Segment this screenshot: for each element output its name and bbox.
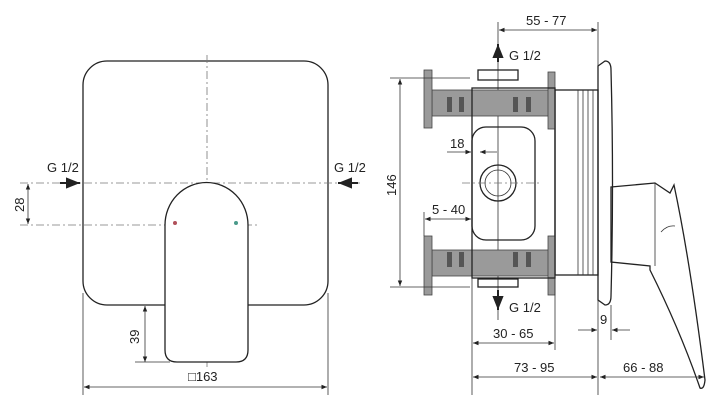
outlet-bottom-label: G 1/2: [509, 300, 541, 315]
wall-plate: [597, 60, 614, 306]
dim-5-40-label: 5 - 40: [432, 202, 465, 217]
cold-indicator: [234, 221, 238, 225]
dim-30-65-label: 30 - 65: [493, 326, 533, 341]
dim-28-label: 28: [12, 198, 27, 212]
front-view: G 1/2 G 1/2 28 39 □163: [12, 55, 366, 395]
lever: [610, 182, 706, 389]
outlet-top-label: G 1/2: [509, 48, 541, 63]
bottom-pipe: [431, 249, 556, 277]
top-flange: [423, 69, 433, 129]
valve-body: [471, 126, 536, 241]
dim-73-95-label: 73 - 95: [514, 360, 554, 375]
hot-indicator: [173, 221, 177, 225]
dim-39-label: 39: [127, 330, 142, 344]
dim-9-label: 9: [600, 312, 607, 327]
bottom-flange: [423, 235, 433, 296]
dim-55-77-label: 55 - 77: [526, 13, 566, 28]
sleeve: [554, 89, 599, 276]
dim-66-88-label: 66 - 88: [623, 360, 663, 375]
inlet-left-label: G 1/2: [47, 160, 79, 175]
dim-146-label: 146: [384, 174, 399, 196]
handle: [164, 181, 249, 363]
dim-18-label: 18: [450, 136, 464, 151]
dim-163-label: □163: [188, 369, 218, 384]
side-view: 55 - 77 G 1/2 14: [384, 13, 706, 395]
inlet-right-label: G 1/2: [334, 160, 366, 175]
